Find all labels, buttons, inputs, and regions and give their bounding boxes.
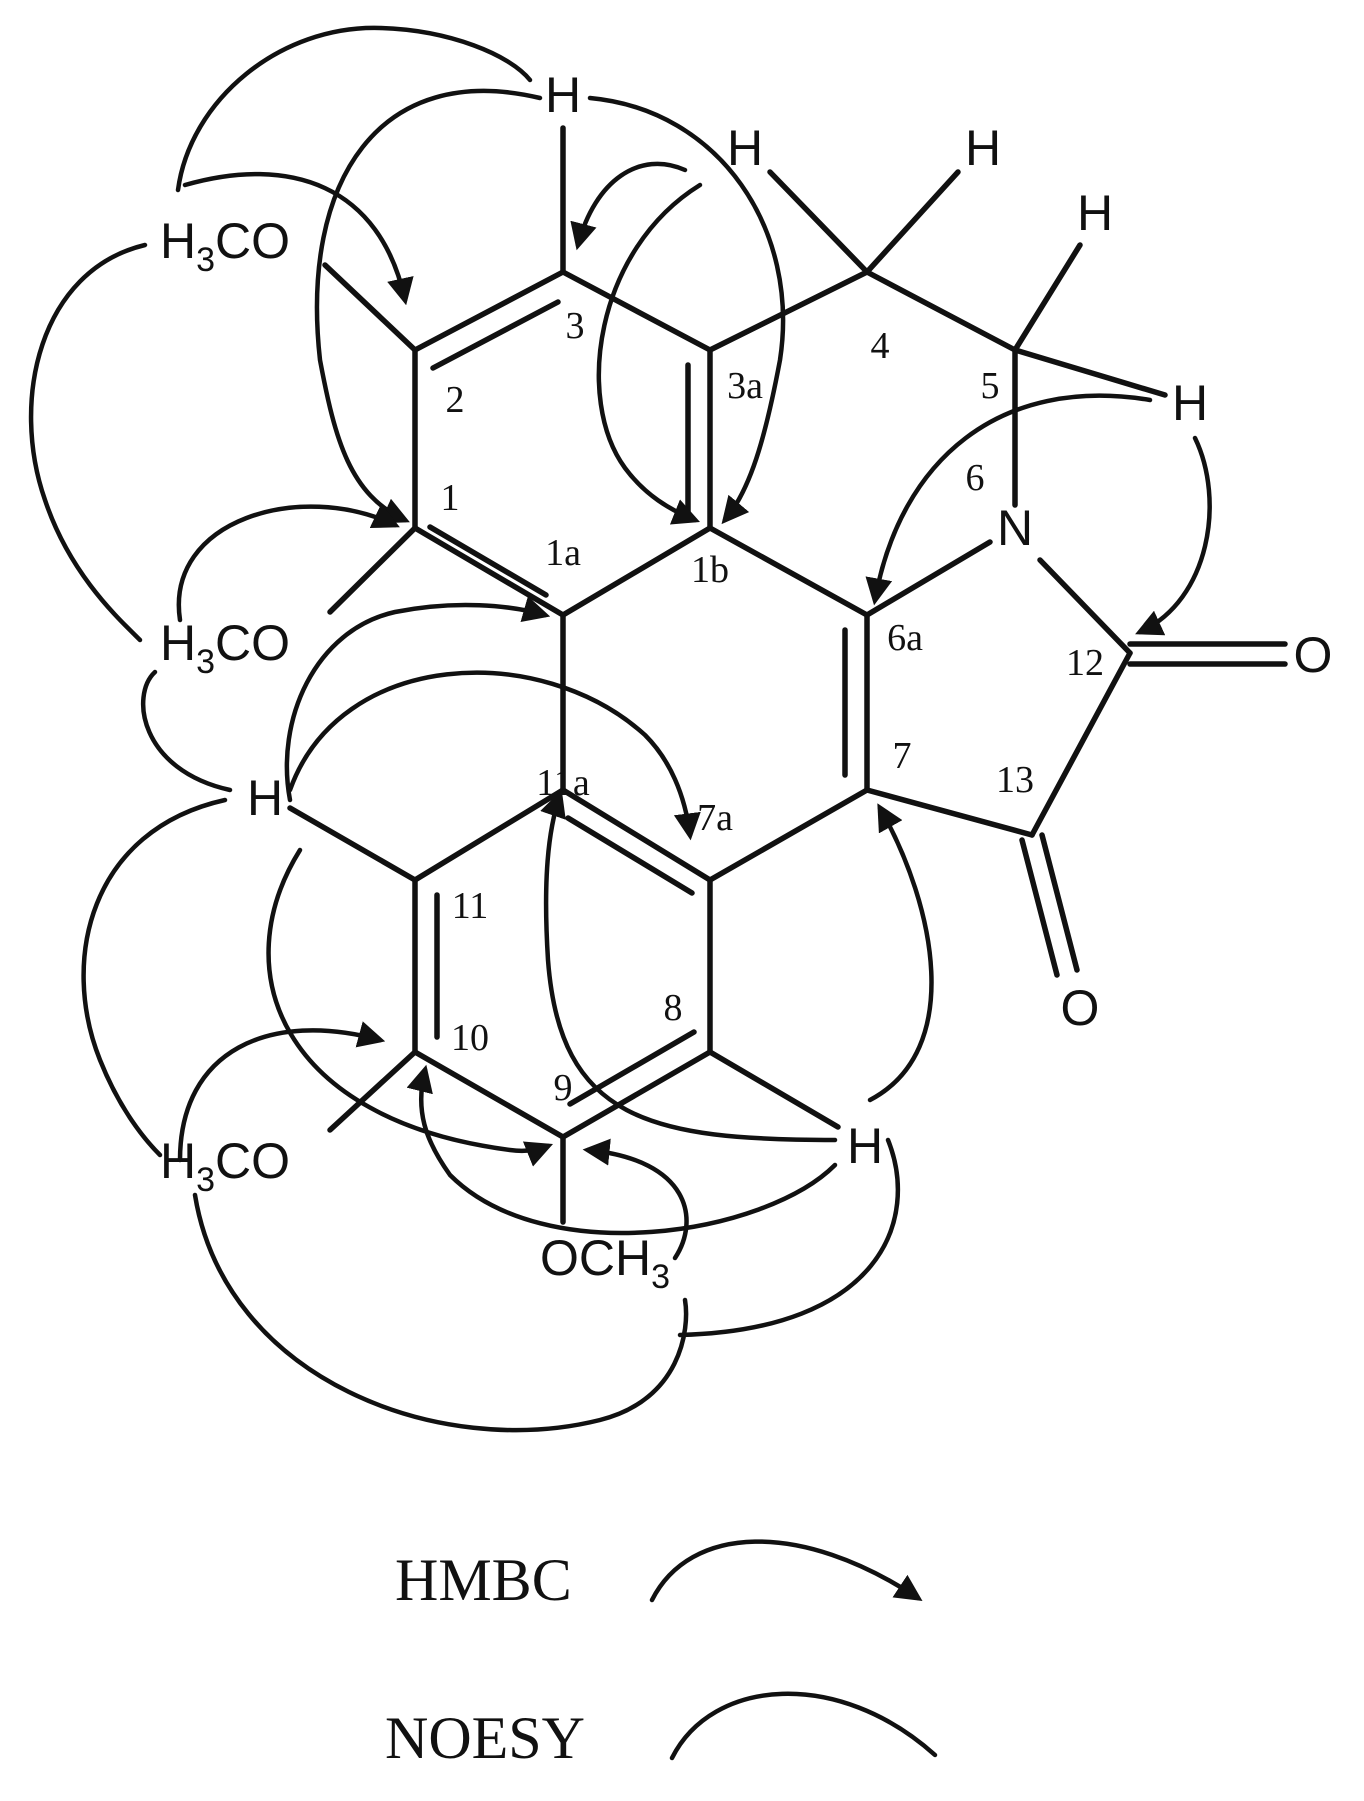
noesy-ome1-h11 (141, 669, 233, 793)
legend-noesy-label: NOESY (385, 1705, 585, 1771)
pos-5: 5 (981, 365, 1000, 407)
legend-hmbc-label: HMBC (395, 1547, 572, 1613)
atom-n6: N (997, 500, 1033, 556)
hmbc-h8-c10 (406, 1064, 838, 1236)
legend: HMBC NOESY (385, 1539, 938, 1771)
pos-1a: 1a (545, 532, 581, 574)
hmbc-h8-c7 (867, 803, 934, 1103)
pos-1b: 1b (691, 549, 729, 591)
pos-12: 12 (1066, 642, 1104, 684)
pos-7: 7 (893, 735, 912, 777)
atom-ome9: OCH3 (540, 1230, 670, 1296)
noesy-h11-ome10 (81, 797, 228, 1158)
noesy-h3-ome2 (175, 25, 533, 193)
hmbc-h4-c3 (570, 161, 688, 251)
atom-h4a: H (727, 120, 763, 176)
pos-9: 9 (554, 1067, 573, 1109)
pos-7a: 7a (697, 797, 733, 839)
pos-1: 1 (441, 477, 460, 519)
hmbc-ome1-c1 (176, 503, 400, 623)
hmbc-ome2-c2 (182, 171, 414, 306)
atom-h8: H (847, 1118, 883, 1174)
position-numbers: 1 1a 1b 2 3 3a 4 5 6 6a 7 7a 8 9 10 11 1… (441, 305, 1105, 1109)
pos-6: 6 (966, 457, 985, 499)
atom-ome2: H3CO (160, 213, 290, 279)
pos-11: 11 (452, 885, 489, 927)
hmbc-h11-c9 (266, 847, 554, 1167)
pos-10: 10 (451, 1017, 489, 1059)
pos-4: 4 (871, 325, 890, 367)
pos-13: 13 (996, 759, 1034, 801)
hmbc-h11-c1a (284, 596, 551, 803)
hmbc-h5-c6a (865, 393, 1153, 606)
legend-hmbc-arrow (649, 1539, 923, 1603)
atom-labels: H H H H H N O O H H H3CO H3CO H3CO OCH3 (160, 67, 1332, 1296)
bond-lines (287, 125, 1288, 1225)
hmbc-h4-c1b (596, 182, 703, 525)
atom-o13: O (1061, 980, 1100, 1036)
atom-o12: O (1294, 627, 1333, 683)
pos-6a: 6a (887, 617, 923, 659)
hmbc-h5-c12 (1135, 435, 1212, 636)
pos-3a: 3a (727, 365, 763, 407)
hmbc-h3-c1 (314, 88, 543, 524)
atom-h11: H (247, 770, 283, 826)
atom-h5b: H (1172, 375, 1208, 431)
hmbc-h8-c11a (540, 789, 838, 1143)
hmbc-h3-c1b (587, 95, 786, 525)
legend-noesy-arc (669, 1691, 938, 1761)
pos-8: 8 (664, 987, 683, 1029)
noesy-ome2-ome1 (28, 242, 148, 643)
atom-h4b: H (965, 120, 1001, 176)
atom-ome1: H3CO (160, 615, 290, 681)
hmbc-ome9-c9 (582, 1138, 689, 1261)
pos-2: 2 (446, 379, 465, 421)
atom-h5a: H (1077, 185, 1113, 241)
hmbc-correlations (176, 88, 1212, 1261)
hmbc-ome10-c10 (177, 1021, 386, 1163)
pos-3: 3 (566, 305, 585, 347)
atom-h3: H (545, 67, 581, 123)
noesy-ome10-ome9 (192, 1192, 689, 1433)
hmbc-h11-c7a (287, 670, 701, 841)
noesy-correlations (28, 25, 901, 1433)
pos-11a: 11a (536, 762, 590, 804)
noesy-h8-ome9 (677, 1137, 901, 1338)
